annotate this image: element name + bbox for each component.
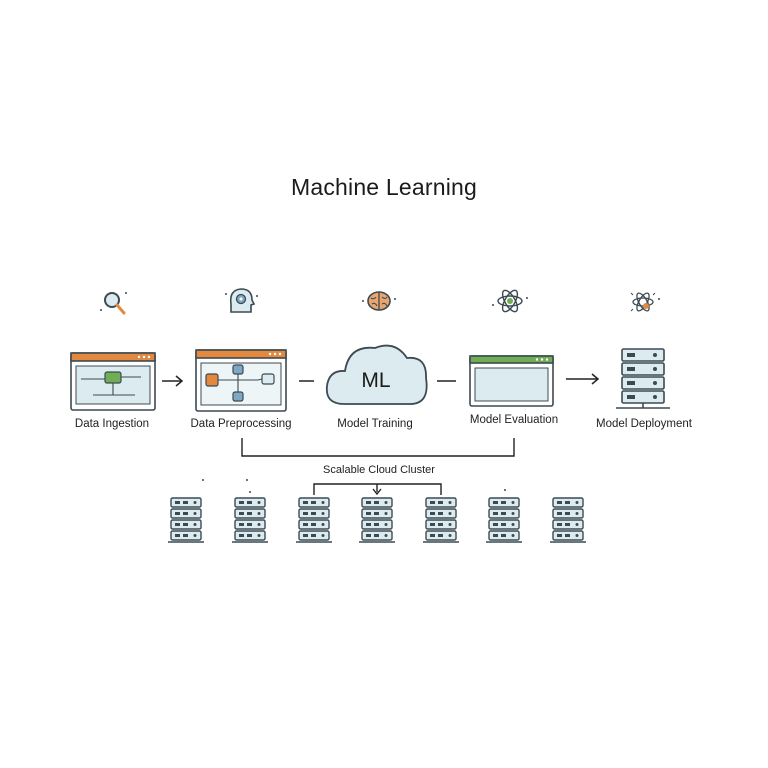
cluster-server [232, 498, 268, 542]
stage-label-data-preprocessing: Data Preprocessing [190, 418, 292, 430]
cluster-server [550, 498, 586, 542]
data-ingestion-window [70, 352, 156, 411]
model-training-cloud [325, 344, 428, 405]
cluster-server [296, 498, 332, 542]
head-gear-icon [225, 288, 258, 313]
decorative-dots [202, 479, 506, 493]
brain-icon [362, 291, 396, 311]
stage-label-model-deployment: Model Deployment [596, 418, 692, 430]
arrow-ingestion-to-preprocessing [162, 375, 184, 387]
atom-icon [492, 289, 528, 313]
data-preprocessing-window [195, 349, 287, 412]
diagram-title: Machine Learning [290, 174, 478, 200]
stage-label-data-ingestion: Data Ingestion [74, 418, 150, 430]
model-deployment-server [616, 348, 670, 409]
arrow-evaluation-to-deployment [566, 373, 600, 385]
cluster-label: Scalable Cloud Cluster [323, 464, 435, 476]
magnifier-icon [100, 292, 127, 315]
cluster-server [359, 498, 395, 542]
cluster-server [168, 498, 204, 542]
model-evaluation-window [469, 355, 554, 407]
cluster-server [486, 498, 522, 542]
stage-label-model-evaluation: Model Evaluation [469, 414, 559, 426]
cloud-ml-text: ML [361, 369, 390, 392]
cluster-bracket [241, 438, 515, 496]
stage-label-model-training: Model Training [337, 418, 413, 430]
cluster-server [423, 498, 459, 542]
atom-spark-icon [630, 292, 660, 312]
